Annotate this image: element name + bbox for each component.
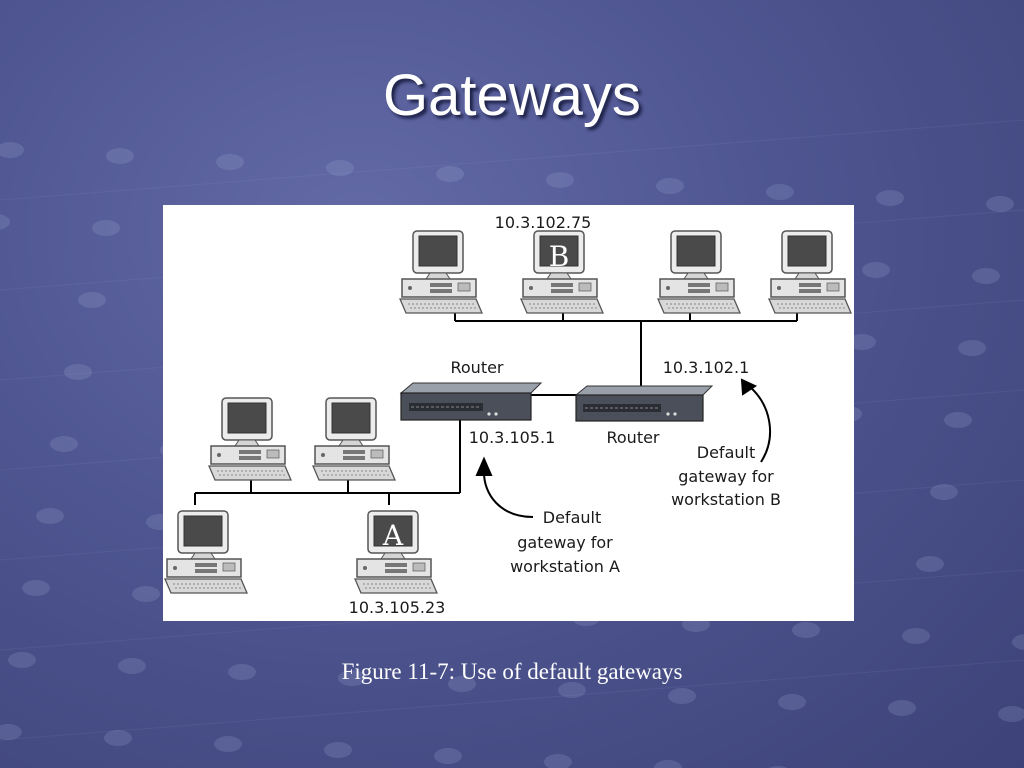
background-dot (558, 682, 586, 698)
background-dot (50, 436, 78, 452)
background-dot (324, 742, 352, 758)
background-dot (0, 214, 10, 230)
background-dot (0, 724, 22, 740)
gateway-a-label-line1: Default (543, 508, 601, 527)
background-dot (998, 706, 1024, 722)
router-left-ip: 10.3.105.1 (469, 428, 556, 447)
figure-caption: Figure 11-7: Use of default gateways (341, 659, 683, 684)
background-dot (326, 160, 354, 176)
router-right-ip: 10.3.102.1 (663, 358, 750, 377)
workstation-bottom-1 (208, 397, 292, 481)
background-dot (888, 700, 916, 716)
background-dot (848, 334, 876, 350)
router-right-label: Router (606, 428, 659, 447)
background-dot (930, 484, 958, 500)
background-dot (338, 670, 366, 686)
network-diagram: B A (163, 205, 854, 621)
background-dot (668, 688, 696, 704)
background-line (0, 119, 1024, 201)
workstation-bottom-2 (312, 397, 396, 481)
router-left (399, 382, 543, 421)
workstation-a-ip: 10.3.105.23 (349, 598, 446, 617)
workstation-a: A (354, 510, 438, 594)
gateway-a-label-line3: workstation A (510, 557, 620, 576)
gateway-b-label-line1: Default (697, 443, 755, 462)
workstation-b-ip: 10.3.102.75 (495, 213, 592, 232)
background-dot (546, 172, 574, 188)
background-dot (656, 178, 684, 194)
background-dot (436, 166, 464, 182)
background-dot (792, 622, 820, 638)
background-dot (972, 268, 1000, 284)
background-dot (916, 556, 944, 572)
workstation-b: B (520, 230, 604, 314)
workstation-top-3 (657, 230, 741, 314)
workstation-bottom-3 (164, 510, 248, 594)
background-dot (944, 412, 972, 428)
workstation-top-1 (399, 230, 483, 314)
background-dot (986, 196, 1014, 212)
background-dot (118, 658, 146, 674)
background-line (0, 659, 1024, 741)
background-dot (104, 730, 132, 746)
background-dot (448, 676, 476, 692)
background-dot (8, 652, 36, 668)
background-dot (654, 760, 682, 768)
background-dot (1012, 634, 1024, 650)
background-dot (106, 148, 134, 164)
background-dot (22, 580, 50, 596)
workstation-b-letter: B (549, 240, 570, 273)
background-dot (862, 262, 890, 278)
background-dot (544, 754, 572, 768)
gateway-b-label-line3: workstation B (671, 490, 781, 509)
background-dot (216, 154, 244, 170)
gateway-b-label-line2: gateway for (678, 467, 774, 486)
background-dot (92, 220, 120, 236)
background-dot (778, 694, 806, 710)
background-dot (434, 748, 462, 764)
background-dot (78, 292, 106, 308)
gateway-a-arrow (475, 456, 534, 518)
background-dot (228, 664, 256, 680)
background-dot (0, 142, 24, 158)
background-dot (132, 586, 160, 602)
slide-title: Gateways (383, 63, 641, 128)
background-dot (64, 364, 92, 380)
workstation-a-letter: A (382, 519, 404, 552)
background-dot (902, 628, 930, 644)
background-dot (766, 184, 794, 200)
workstation-top-4 (768, 230, 852, 314)
background-dot (876, 190, 904, 206)
background-dot (36, 508, 64, 524)
gateway-a-label-line2: gateway for (517, 533, 613, 552)
gateway-b-arrow (740, 378, 772, 463)
background-dot (958, 340, 986, 356)
router-right (574, 385, 714, 422)
background-dot (214, 736, 242, 752)
router-left-label: Router (450, 358, 503, 377)
